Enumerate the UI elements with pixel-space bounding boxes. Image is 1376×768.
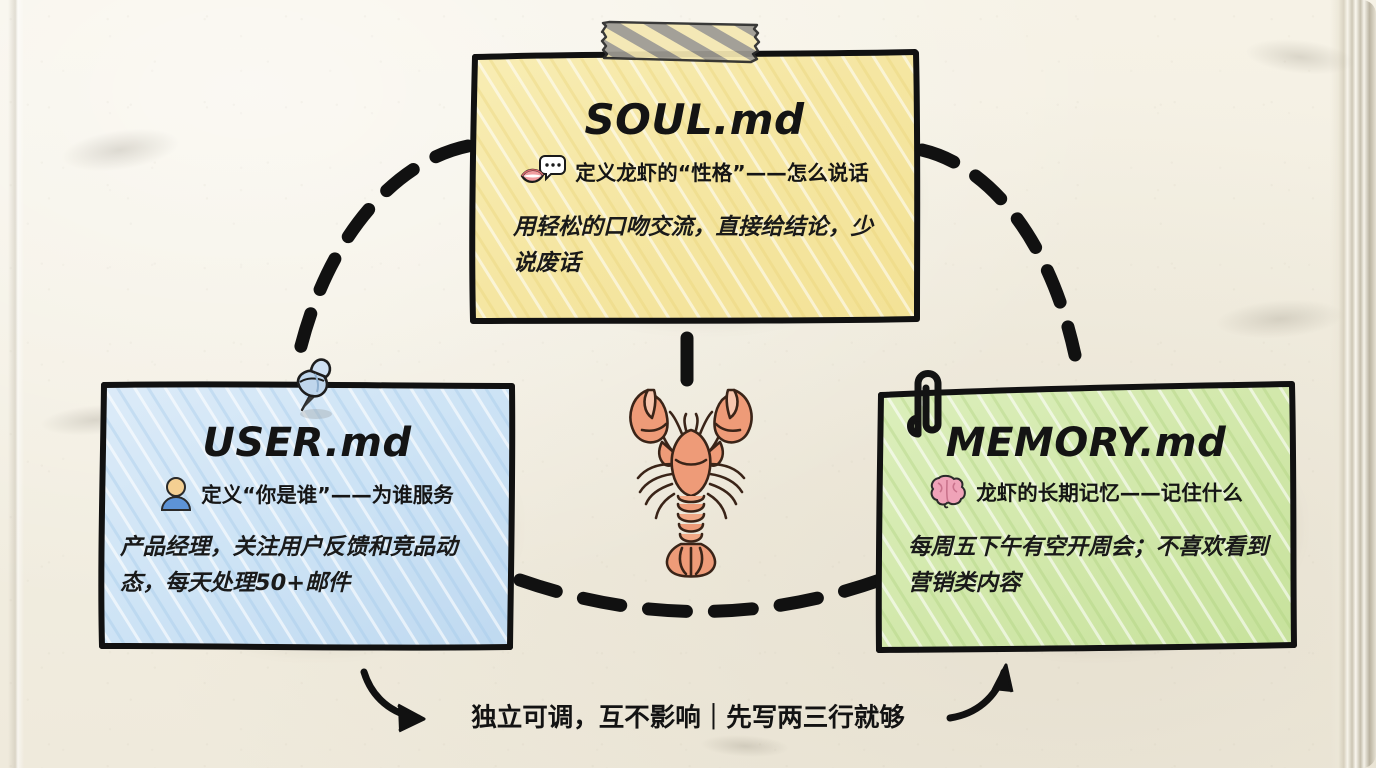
paper-smudge bbox=[1213, 295, 1347, 343]
caption-text: 独立可调，互不影响｜先写两三行就够 bbox=[471, 703, 905, 733]
card-title-user: USER.md bbox=[202, 420, 412, 466]
card-title-memory: MEMORY.md bbox=[945, 420, 1227, 466]
soul-card-outline bbox=[469, 49, 921, 324]
speaking-lips-icon bbox=[520, 155, 567, 183]
soul-to-memory-arc bbox=[915, 143, 1082, 362]
caption-left-arrowhead bbox=[397, 703, 426, 733]
card-detail-memory: 每周五下午有空开周会；不喜欢看到营销类内容 bbox=[908, 534, 1269, 596]
card-subtitle-user: 定义“你是谁”——为谁服务 bbox=[201, 483, 454, 507]
card-detail-soul: 用轻松的口吻交流，直接给结论，少说废话 bbox=[513, 214, 874, 276]
memory-card-outline bbox=[875, 381, 1297, 653]
page-stack-edge bbox=[1330, 0, 1376, 768]
page-crease bbox=[8, 0, 24, 768]
lobster-illustration bbox=[629, 388, 753, 578]
caption-right-arrowhead bbox=[991, 663, 1014, 693]
card-soul[interactable]: SOUL.md 定义龙虾的“性格”——怎么说话 用轻松的口吻交流，直接给结论， bbox=[467, 47, 922, 325]
card-subtitle-soul-row: 定义龙虾的“性格”——怎么说话 bbox=[520, 154, 869, 188]
paper-smudge bbox=[57, 121, 183, 179]
pushpin-icon bbox=[296, 358, 332, 419]
person-icon bbox=[161, 477, 192, 511]
card-memory[interactable]: MEMORY.md 龙虾的长期记忆——记住什么 每周五下午有空开周会；不喜欢看到… bbox=[874, 378, 1298, 654]
card-subtitle-memory-row: 龙虾的长期记忆——记住什么 bbox=[929, 474, 1243, 509]
card-user[interactable]: USER.md 定义“你是谁”——为谁服务 产品经理，关注用户反馈和竞品动态，每… bbox=[96, 378, 518, 652]
paper-smudge bbox=[699, 732, 791, 760]
washi-tape bbox=[600, 20, 761, 64]
card-subtitle-soul: 定义龙虾的“性格”——怎么说话 bbox=[575, 161, 869, 185]
card-title-soul: SOUL.md bbox=[584, 95, 805, 144]
brain-icon bbox=[930, 474, 967, 509]
card-subtitle-memory: 龙虾的长期记忆——记住什么 bbox=[976, 481, 1243, 505]
soul-to-user-arc bbox=[293, 139, 475, 357]
caption-left-arrow bbox=[360, 668, 422, 722]
card-subtitle-user-row: 定义“你是谁”——为谁服务 bbox=[160, 476, 454, 511]
paperclip-icon bbox=[907, 370, 942, 438]
paper-smudge bbox=[1243, 34, 1357, 80]
caption-right-arrow bbox=[946, 668, 1008, 722]
card-detail-user: 产品经理，关注用户反馈和竞品动态，每天处理50+邮件 bbox=[120, 534, 458, 596]
